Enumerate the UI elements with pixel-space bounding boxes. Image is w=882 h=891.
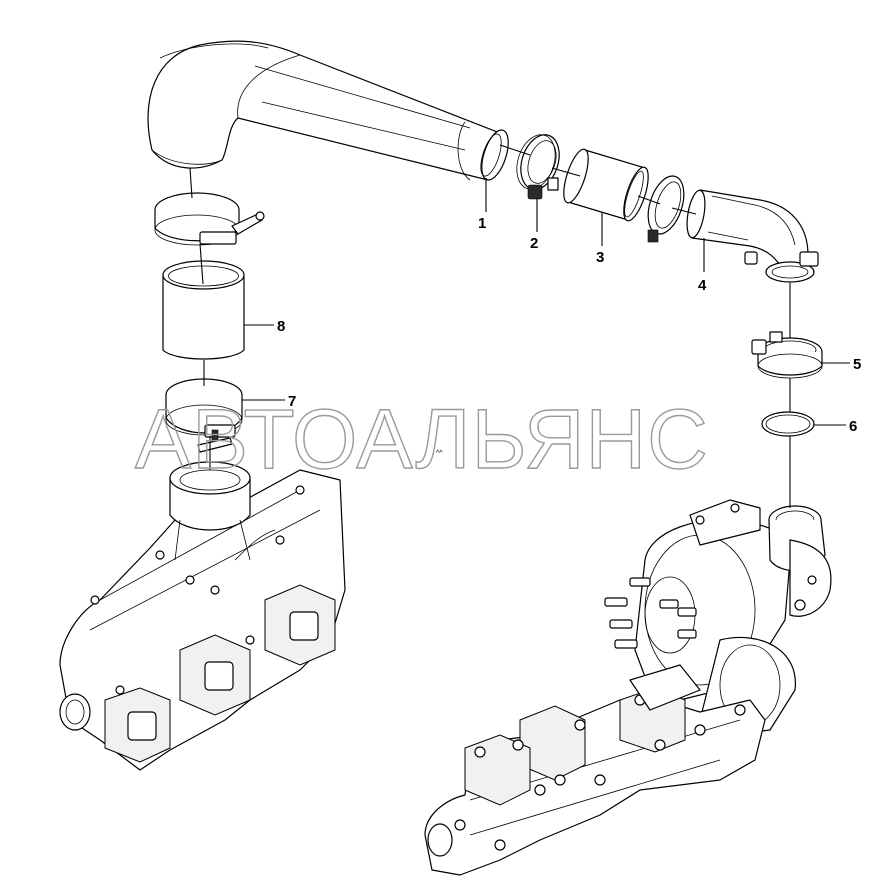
callout-8: 8 bbox=[277, 318, 285, 335]
part-2-clamp bbox=[516, 134, 560, 200]
assembly-axis-lines bbox=[189, 144, 791, 508]
callout-3: 3 bbox=[596, 249, 604, 266]
callout-6: 6 bbox=[849, 418, 857, 435]
callout-labels: 1 2 3 4 5 6 7 8 bbox=[277, 215, 861, 435]
callout-leaders bbox=[242, 178, 850, 426]
left-intake-manifold bbox=[59, 461, 346, 771]
part-3-sleeve bbox=[563, 148, 649, 222]
callout-1: 1 bbox=[478, 215, 486, 232]
turbocharger bbox=[604, 499, 832, 736]
callout-4: 4 bbox=[698, 277, 707, 294]
callout-7: 7 bbox=[288, 393, 296, 410]
small-mark: ^^ bbox=[436, 450, 443, 457]
part-8-sleeve bbox=[162, 260, 245, 360]
part-4-elbow-pipe bbox=[647, 175, 819, 283]
part-1-intake-pipe bbox=[147, 40, 509, 181]
part-5-clamp bbox=[751, 331, 823, 379]
part-7-clamp bbox=[165, 378, 243, 453]
upper-left-clamp bbox=[154, 192, 265, 246]
callout-2: 2 bbox=[530, 235, 538, 252]
part-6-o-ring bbox=[761, 411, 815, 437]
callout-5: 5 bbox=[853, 356, 861, 373]
exhaust-manifold bbox=[424, 664, 766, 876]
watermark-text: АВТОАЛЬЯНС bbox=[135, 392, 709, 486]
